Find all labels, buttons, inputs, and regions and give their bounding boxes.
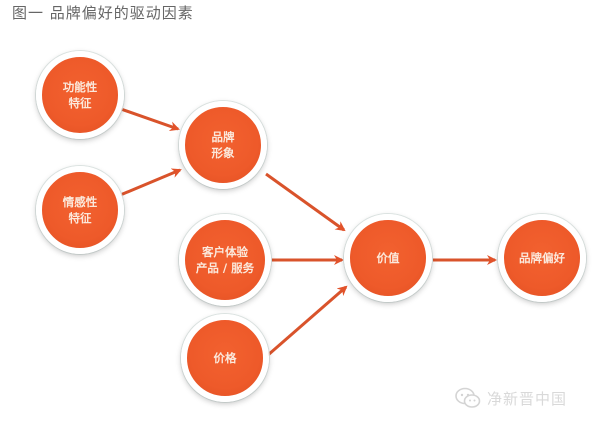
watermark-text: 净新晋中国 <box>487 389 568 408</box>
node-price: 价格 <box>181 314 269 402</box>
node-preference: 品牌偏好 <box>498 214 586 302</box>
node-label: 情感性 特征 <box>62 195 98 225</box>
node-experience: 客户体验 产品 / 服务 <box>179 214 271 306</box>
watermark: 净新晋中国 <box>455 385 567 411</box>
figure-title: 图一 品牌偏好的驱动因素 <box>12 4 194 22</box>
node-label: 品牌 形象 <box>211 130 235 160</box>
node-brand-image: 品牌 形象 <box>179 101 267 189</box>
node-label: 品牌偏好 <box>519 251 565 265</box>
node-label: 价值 <box>376 251 400 265</box>
node-functional: 功能性 特征 <box>36 51 124 139</box>
node-label: 客户体验 产品 / 服务 <box>195 245 255 275</box>
node-label: 功能性 特征 <box>62 80 98 110</box>
node-value: 价值 <box>344 214 432 302</box>
arrow-brand_image-to-value <box>265 172 346 232</box>
arrow-functional-to-brand_image <box>117 106 180 132</box>
arrow-emotional-to-brand_image <box>117 168 182 198</box>
wechat-icon <box>455 387 481 409</box>
node-emotional: 情感性 特征 <box>36 166 124 254</box>
node-label: 价格 <box>213 351 237 365</box>
arrow-price-to-value <box>267 285 348 357</box>
